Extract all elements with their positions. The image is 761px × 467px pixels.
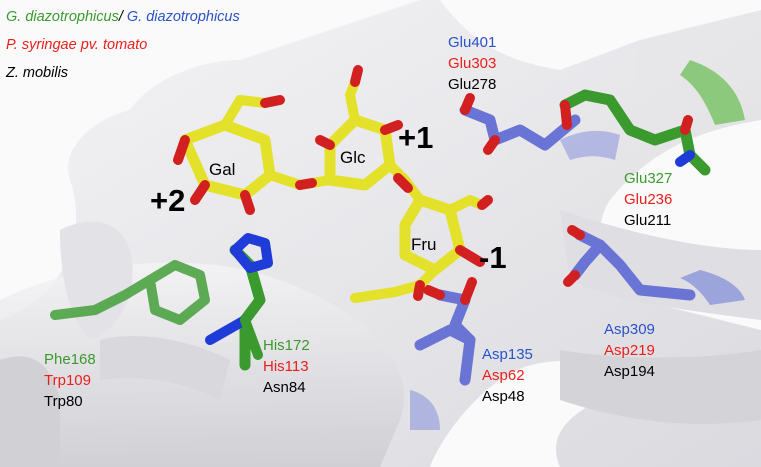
legend-line-2: P. syringae pv. tomato [6,37,148,53]
his172-stick [205,233,273,371]
label-glu236: Glu236 [624,191,673,208]
label-asn84: Asn84 [263,379,306,396]
legend-line-1: G. diazotrophicus/ G. diazotrophicus [6,9,240,25]
label-his172: His172 [263,337,310,354]
sugar-label-gal: Gal [209,160,236,179]
label-trp80: Trp80 [44,393,83,410]
subsite-minus1: -1 [479,240,507,275]
phe168-stick [50,260,210,325]
glu327-stick [559,89,711,176]
legend-species-green: G. diazotrophicus [6,9,119,25]
label-asp135: Asp135 [482,346,533,363]
ligand-stick [173,65,493,303]
sugar-label-glc: Glc [340,148,366,167]
label-glu278: Glu278 [448,76,497,93]
label-trp109: Trp109 [44,372,91,389]
label-glu211: Glu211 [624,212,672,229]
label-glu401: Glu401 [448,34,497,51]
asp135-stick [414,277,477,386]
label-asp194: Asp194 [604,363,655,380]
label-glu303: Glu303 [448,55,497,72]
subsite-plus1: +1 [398,120,434,155]
asp309-stick [563,225,696,301]
glu401-stick [459,93,581,155]
legend-separator: / [118,9,123,25]
label-asp219: Asp219 [604,342,655,359]
label-phe168: Phe168 [44,351,96,368]
sugar-label-fru: Fru [411,235,437,254]
label-asp62: Asp62 [482,367,525,384]
label-glu327: Glu327 [624,170,673,187]
label-his113: His113 [263,358,309,375]
subsite-plus2: +2 [150,183,186,218]
label-asp309: Asp309 [604,321,655,338]
legend-line-3: Z. mobilis [6,65,69,81]
label-asp48: Asp48 [482,388,525,405]
legend-species-blue: G. diazotrophicus [126,9,240,25]
